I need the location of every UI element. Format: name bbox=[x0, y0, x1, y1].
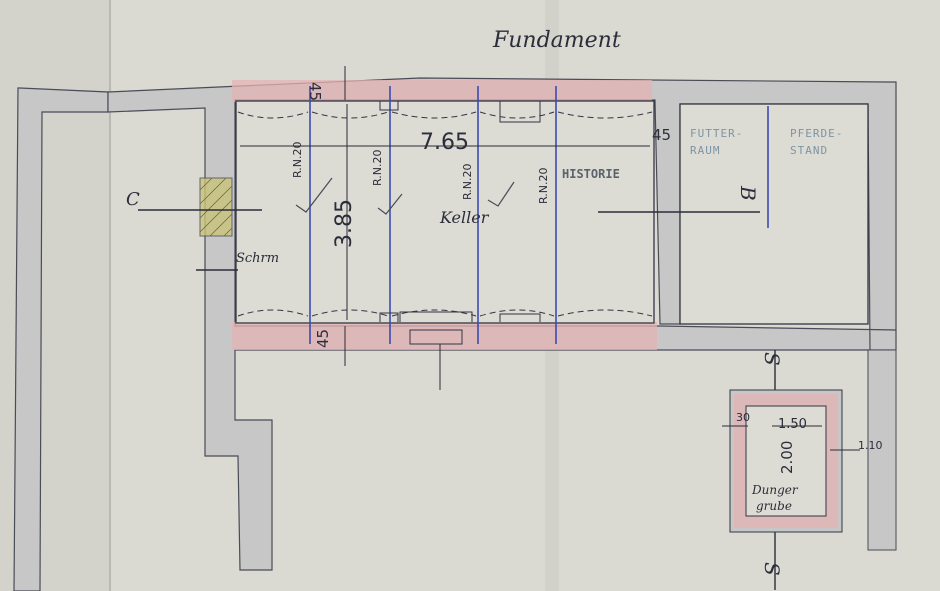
dimension-lines bbox=[240, 66, 650, 390]
stable-stamp-2: PFERDE-STAND bbox=[790, 127, 844, 157]
dim-width: 3.85 bbox=[332, 199, 357, 248]
beam-label-4: R.N.20 bbox=[537, 167, 550, 204]
beam-label-3: R.N.20 bbox=[461, 163, 474, 200]
pit-depth: 2.00 bbox=[778, 440, 796, 474]
cellar-label: Keller bbox=[440, 208, 489, 227]
section-mark-bottom: S bbox=[760, 562, 784, 576]
pit-outer-dim: 1.10 bbox=[858, 439, 883, 452]
pit-wall-dim: 30 bbox=[736, 411, 750, 424]
section-mark-top: S bbox=[760, 352, 784, 366]
smudged-label: HISTORIE bbox=[562, 167, 620, 181]
pilasters bbox=[379, 101, 541, 345]
stair-label: Schrm bbox=[236, 251, 280, 266]
chimney-hatching bbox=[199, 177, 233, 237]
pit-inner-width: 1.50 bbox=[778, 417, 807, 432]
chimney bbox=[199, 177, 233, 237]
pit-label-line-2: grube bbox=[756, 499, 792, 513]
beam-lines bbox=[309, 86, 769, 344]
beam-label-2: R.N.20 bbox=[371, 149, 384, 186]
dim-length: 7.65 bbox=[420, 130, 469, 155]
top-wall-wash bbox=[232, 80, 652, 102]
plan-title: Fundament bbox=[493, 28, 621, 53]
section-mark-right: B bbox=[736, 186, 760, 201]
right-lower-wall bbox=[867, 349, 897, 551]
stable-room bbox=[679, 103, 869, 325]
section-mark-c: C bbox=[126, 189, 140, 210]
beam-label-1: R.N.20 bbox=[291, 141, 304, 178]
dim-bottom-wall: 45 bbox=[314, 328, 332, 348]
bottom-wall-wash bbox=[232, 322, 657, 350]
vault-arcs bbox=[237, 111, 653, 317]
dim-right-wall: 45 bbox=[652, 126, 672, 144]
pit-label-line-1: Dunger bbox=[752, 483, 798, 497]
dung-pit-inner bbox=[745, 405, 827, 517]
check-marks bbox=[295, 177, 515, 215]
stable-stamp-1: FUTTER-RAUM bbox=[690, 127, 744, 157]
dung-pit-dims bbox=[722, 425, 860, 451]
dim-top-wall: 45 bbox=[306, 82, 324, 102]
